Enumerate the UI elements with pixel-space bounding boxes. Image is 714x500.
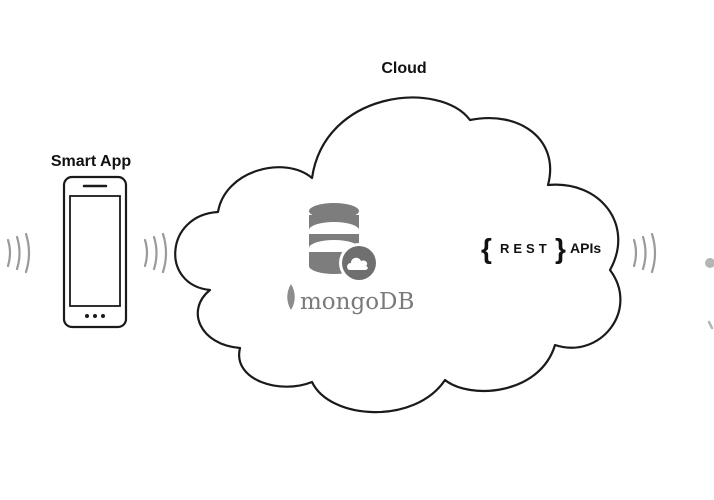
wireless-signal-icon-right [632,232,657,274]
leaf-icon [287,284,295,310]
rest-label: REST [500,241,551,256]
rest-brace-close: } [555,233,566,264]
edge-mark [707,320,714,330]
rest-brace-open: { [481,233,492,264]
cloud-shape [174,96,622,414]
wireless-signal-icon-middle [143,232,168,274]
smart-app-label: Smart App [51,153,132,170]
wireless-signal-icon-left [6,232,31,274]
edge-dot [705,258,714,268]
apis-label: APIs [570,240,601,256]
mongodb-label: mongoDB [300,289,414,315]
database-cloud-icon [309,203,379,283]
smartphone-icon [62,175,128,329]
cloud-label: Cloud [381,60,426,77]
